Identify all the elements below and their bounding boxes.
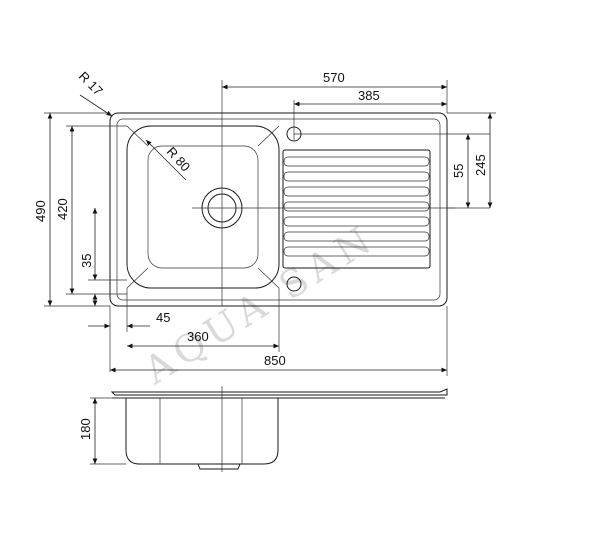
sink-outer-outline <box>109 112 448 307</box>
side-bowl-outline <box>125 398 279 465</box>
drainer-ribs <box>282 149 431 269</box>
dim-385: 385 <box>358 88 380 103</box>
dim-r80: R 80 <box>164 144 194 174</box>
dim-35: 35 <box>79 254 94 268</box>
dim-490: 490 <box>33 200 48 222</box>
dim-360: 360 <box>187 329 209 344</box>
bowl-outline <box>126 125 280 289</box>
bowl-inner-outline <box>147 145 259 269</box>
dim-570: 570 <box>323 70 345 85</box>
dim-180: 180 <box>78 418 93 440</box>
dim-55: 55 <box>451 164 466 178</box>
tap-hole-bottom <box>286 276 302 292</box>
dim-45: 45 <box>156 310 170 325</box>
dim-420: 420 <box>55 198 70 220</box>
sink-inner-rim <box>116 118 441 301</box>
dim-r17: R 17 <box>76 69 106 99</box>
top-view <box>109 80 490 307</box>
side-view <box>110 386 448 472</box>
watermark-text: AQUA SAN <box>136 216 384 394</box>
dim-245: 245 <box>473 154 488 176</box>
dim-850: 850 <box>264 353 286 368</box>
